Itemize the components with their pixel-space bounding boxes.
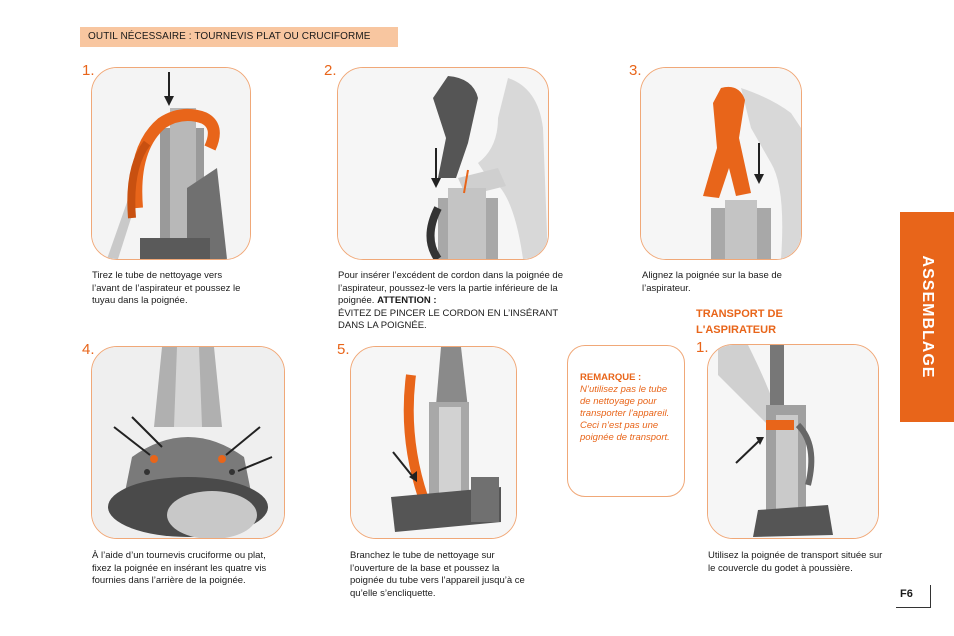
section-tab-label: ASSEMBLAGE (919, 255, 936, 379)
note-title: REMARQUE : (580, 372, 642, 383)
transport-illustration (707, 344, 879, 539)
transport-caption: Utilisez la poignée de transport située … (708, 550, 883, 574)
step-3-caption: Alignez la poignée sur la base de l’aspi… (642, 270, 782, 294)
step-1-number: 1. (82, 62, 95, 79)
note-box: REMARQUE : N’utilisez pas le tube de net… (567, 345, 685, 497)
step-5-number: 5. (337, 341, 350, 358)
vacuum-screws-illustration (92, 347, 284, 538)
vacuum-hose-illustration (92, 68, 250, 259)
vacuum-handle-align-illustration (641, 68, 801, 259)
step-1-caption: Tirez le tube de nettoyage vers l’avant … (92, 270, 241, 306)
step-2-attention: ATTENTION : (377, 295, 437, 306)
vacuum-tube-attach-illustration (351, 347, 516, 538)
page-number: F6 (896, 585, 931, 608)
step-2-warning: ÉVITEZ DE PINCER LE CORDON EN L’INSÉRANT… (338, 307, 558, 332)
vacuum-cord-illustration (338, 68, 548, 259)
step-3-illustration (640, 67, 802, 260)
step-2-caption: Pour insérer l’excédent de cordon dans l… (338, 270, 568, 333)
step-4-illustration (91, 346, 285, 539)
note-text: N’utilisez pas le tube de nettoyage pour… (580, 384, 670, 443)
step-5-caption: Branchez le tube de nettoyage sur l’ouve… (350, 550, 525, 599)
step-2-illustration (337, 67, 549, 260)
tool-banner: OUTIL NÉCESSAIRE : TOURNEVIS PLAT OU CRU… (80, 27, 398, 47)
step-5-illustration (350, 346, 517, 539)
step-1-illustration (91, 67, 251, 260)
vacuum-carry-illustration (708, 345, 878, 538)
step-4-caption: À l’aide d’un tournevis cruciforme ou pl… (92, 550, 267, 586)
step-4-number: 4. (82, 341, 95, 358)
step-2-caption-text: Pour insérer l’excédent de cordon dans l… (338, 270, 563, 306)
step-2-number: 2. (324, 62, 337, 79)
transport-step-number: 1. (696, 339, 709, 356)
section-tab: ASSEMBLAGE (900, 212, 954, 422)
step-3-number: 3. (629, 62, 642, 79)
transport-title: TRANSPORT DE L'ASPIRATEUR (696, 308, 783, 336)
